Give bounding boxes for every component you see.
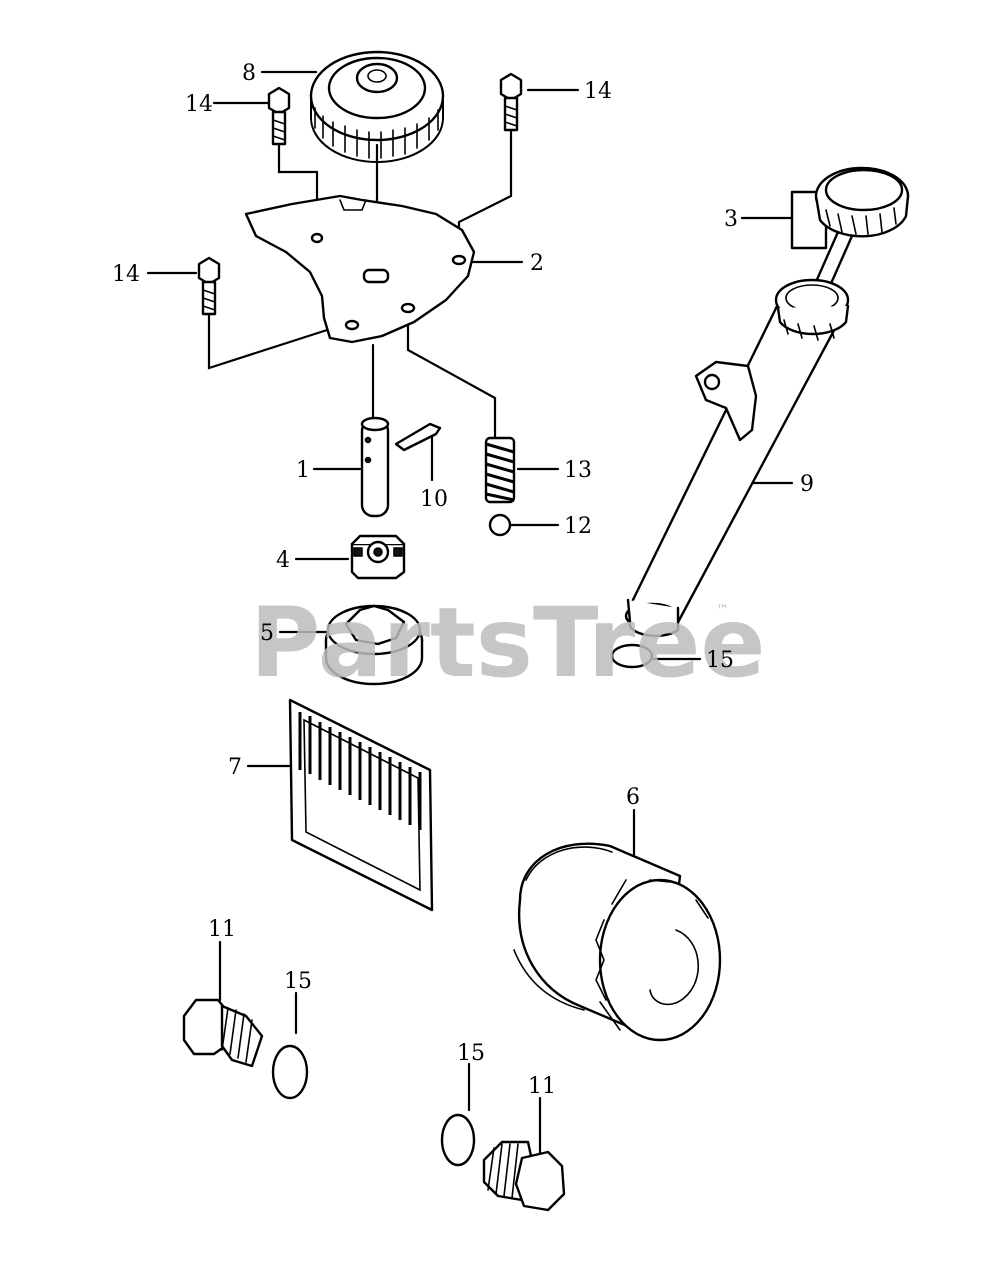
watermark-text: PartsTree bbox=[250, 587, 765, 699]
o-ring-part bbox=[440, 1113, 476, 1167]
callout-10: 10 bbox=[420, 487, 448, 512]
o-ring-part bbox=[271, 1044, 309, 1100]
pump-shaft-part bbox=[360, 416, 390, 518]
dipstick-part bbox=[790, 166, 910, 324]
callout-15-left: 15 bbox=[284, 969, 312, 994]
callout-6: 6 bbox=[626, 785, 640, 810]
callout-4: 4 bbox=[276, 548, 290, 573]
callout-1: 1 bbox=[296, 458, 310, 483]
callout-14-left: 14 bbox=[112, 262, 140, 287]
oil-screen-part bbox=[288, 698, 434, 912]
callout-14-top-right: 14 bbox=[584, 79, 612, 104]
oil-filter-part bbox=[513, 842, 722, 1042]
watermark-trademark: ™ bbox=[716, 603, 729, 618]
o-ring-part bbox=[610, 643, 654, 669]
bolt-part bbox=[197, 256, 221, 316]
callout-15-bottom: 15 bbox=[457, 1041, 485, 1066]
outer-rotor-part bbox=[324, 604, 424, 686]
callout-5: 5 bbox=[260, 621, 274, 646]
callout-9: 9 bbox=[800, 472, 814, 497]
bolt-part bbox=[499, 72, 523, 132]
cover-plate-part bbox=[244, 194, 476, 344]
drain-plug-part bbox=[482, 1140, 566, 1212]
bolt-part bbox=[267, 86, 291, 146]
callout-labels: 8 14 14 14 2 1 10 13 12 4 5 3 9 15 7 6 1… bbox=[112, 61, 814, 1099]
key-part bbox=[394, 422, 442, 452]
leader-lines bbox=[146, 70, 794, 1156]
callout-7: 7 bbox=[228, 755, 242, 780]
spring-part bbox=[484, 436, 516, 504]
callout-3: 3 bbox=[724, 207, 738, 232]
callout-2: 2 bbox=[530, 251, 544, 276]
dipstick-tube-part bbox=[624, 278, 850, 638]
check-ball-part bbox=[488, 513, 512, 537]
callout-11-bottom: 11 bbox=[528, 1074, 556, 1099]
inner-rotor-part bbox=[350, 534, 406, 580]
callout-8: 8 bbox=[242, 61, 256, 86]
drain-plug-part bbox=[182, 998, 264, 1068]
callout-14-top-left: 14 bbox=[185, 92, 213, 117]
callout-12: 12 bbox=[564, 514, 592, 539]
gear-part bbox=[309, 50, 445, 163]
callout-13: 13 bbox=[564, 458, 592, 483]
partstree-watermark: PartsTree ™ bbox=[250, 587, 765, 699]
callout-15-right: 15 bbox=[706, 648, 734, 673]
callout-11-left: 11 bbox=[208, 917, 236, 942]
